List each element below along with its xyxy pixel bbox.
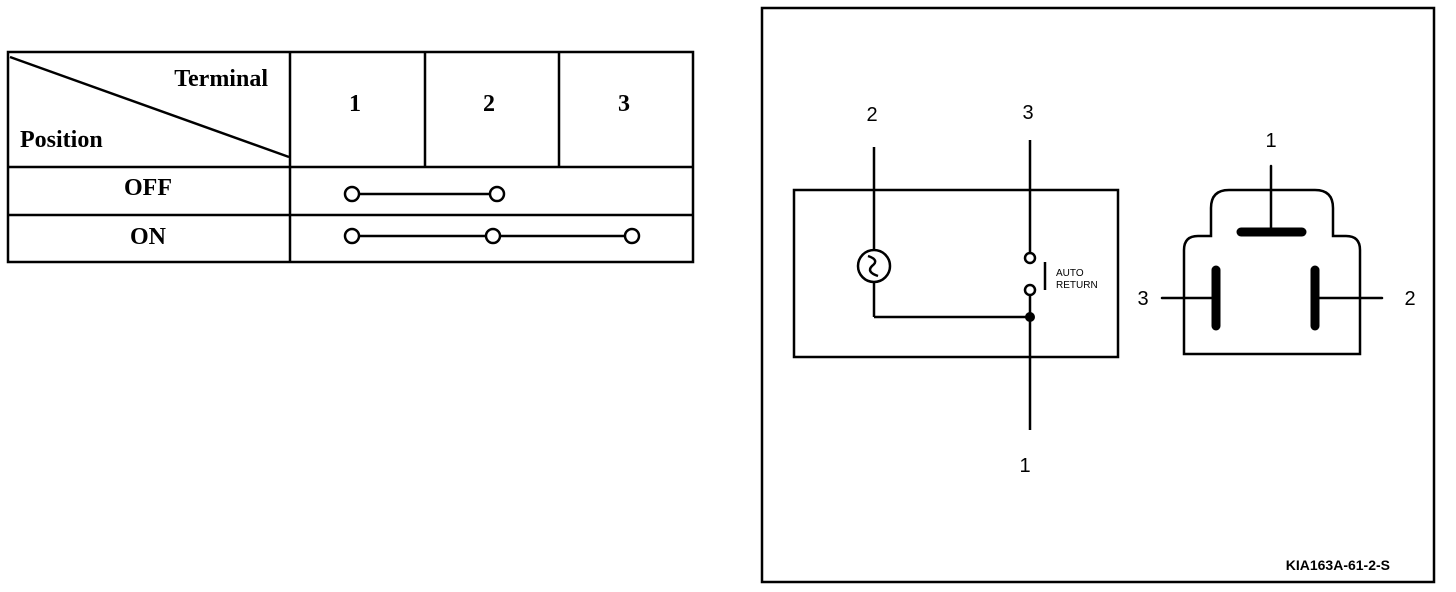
switch-body xyxy=(792,188,1120,359)
connector-pin-label-3: 3 xyxy=(1137,288,1148,310)
terminal-node xyxy=(343,185,361,203)
auto-return-label-line1: AUTO xyxy=(1056,268,1084,279)
terminal-header-2: 2 xyxy=(483,91,495,117)
header-diagonal xyxy=(9,55,290,159)
connector-pin-label-1: 1 xyxy=(1265,130,1276,152)
row-label-off: OFF xyxy=(124,175,172,201)
connector-outline xyxy=(1182,188,1362,356)
table-border xyxy=(6,50,695,264)
switch-contact-lower xyxy=(1023,283,1037,297)
connector-pin-label-2: 2 xyxy=(1404,288,1415,310)
terminal-node xyxy=(484,227,502,245)
junction-dot xyxy=(1025,312,1035,322)
terminal-label-2: 2 xyxy=(866,104,877,126)
switch-circuit xyxy=(1023,140,1047,430)
terminal-node xyxy=(343,227,361,245)
lamp-circuit xyxy=(856,147,1030,319)
connection-off xyxy=(343,185,506,203)
terminal-header-3: 3 xyxy=(618,91,630,117)
continuity-table: Terminal Position 1 2 3 OFF ON xyxy=(6,50,695,264)
figure-frame xyxy=(760,6,1436,584)
auto-return-label-line2: RETURN xyxy=(1056,280,1098,291)
header-terminal-label: Terminal xyxy=(174,66,268,92)
terminal-header-1: 1 xyxy=(349,91,361,117)
terminal-node xyxy=(623,227,641,245)
terminal-label-3: 3 xyxy=(1022,102,1033,124)
terminal-node xyxy=(488,185,506,203)
terminal-label-1: 1 xyxy=(1019,455,1030,477)
connection-on xyxy=(343,227,641,245)
figure-code: KIA163A-61-2-S xyxy=(1286,557,1390,573)
indicator-lamp-icon xyxy=(856,248,892,284)
row-label-on: ON xyxy=(130,224,167,250)
connector-pins xyxy=(1160,164,1384,331)
header-position-label: Position xyxy=(20,127,103,153)
switch-contact-upper xyxy=(1023,251,1037,265)
